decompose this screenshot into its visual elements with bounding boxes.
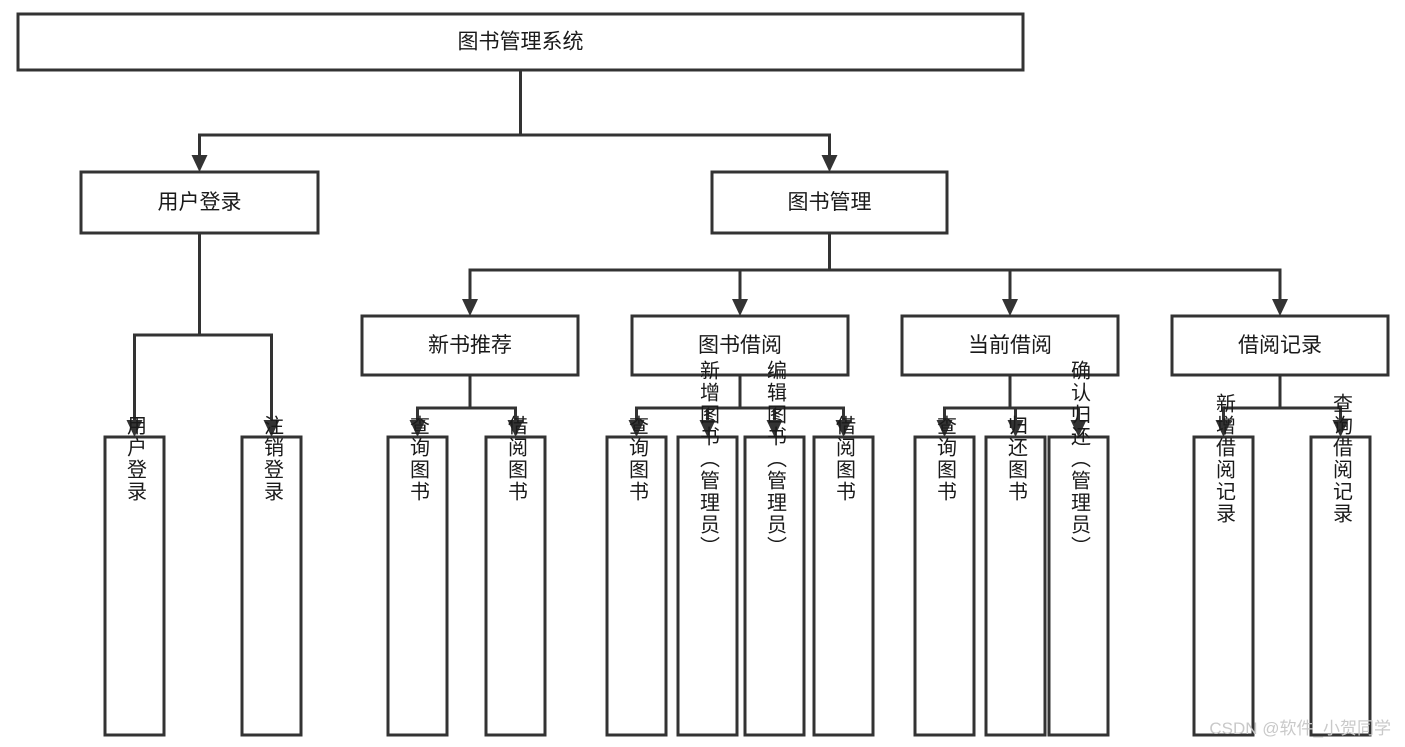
node-label-leaf-user-logout: 注销登录 bbox=[261, 415, 284, 503]
node-label-leaf-add-borrow-record: 新增借阅记录 bbox=[1213, 393, 1236, 525]
arrow-head bbox=[821, 155, 838, 172]
arrow-head bbox=[1215, 420, 1232, 437]
node-label-root: 图书管理系统 bbox=[458, 31, 584, 54]
node-box-leaf-user-login[interactable] bbox=[103, 435, 166, 737]
node-box-leaf-query-book-rec[interactable] bbox=[386, 435, 449, 737]
node-box-leaf-add-book-admin[interactable] bbox=[676, 435, 739, 737]
node-layer: 图书管理系统用户登录图书管理新书推荐图书借阅当前借阅借阅记录用户登录注销登录查询… bbox=[16, 12, 1390, 737]
node-label-leaf-borrow-book: 借阅图书 bbox=[833, 415, 856, 503]
node-box-borrow-record[interactable] bbox=[1170, 314, 1390, 377]
arrow-head bbox=[936, 420, 953, 437]
arrow-head bbox=[1272, 299, 1288, 316]
node-box-leaf-add-borrow-record[interactable] bbox=[1192, 435, 1255, 737]
node-label-user-login: 用户登录 bbox=[158, 191, 242, 214]
node-label-book-borrow: 图书借阅 bbox=[698, 334, 782, 357]
node-box-book-manage[interactable] bbox=[710, 170, 949, 235]
node-box-new-book-recommend[interactable] bbox=[360, 314, 580, 377]
node-box-root[interactable] bbox=[16, 12, 1025, 72]
node-box-leaf-return-book[interactable] bbox=[984, 435, 1047, 737]
node-box-leaf-confirm-return-admin[interactable] bbox=[1047, 435, 1110, 737]
node-label-book-manage: 图书管理 bbox=[788, 191, 872, 214]
connector-layer bbox=[126, 68, 1349, 437]
arrow-head bbox=[699, 420, 716, 437]
node-label-current-borrow: 当前借阅 bbox=[968, 334, 1052, 357]
node-label-leaf-add-book-admin: 新增图书（管理员） bbox=[697, 360, 720, 558]
arrow-head bbox=[1002, 299, 1018, 316]
node-box-leaf-edit-book-admin[interactable] bbox=[743, 435, 806, 737]
node-box-leaf-borrow-book[interactable] bbox=[812, 435, 875, 737]
node-label-leaf-return-book: 归还图书 bbox=[1005, 415, 1028, 503]
node-box-user-login[interactable] bbox=[79, 170, 320, 235]
node-label-leaf-user-login: 用户登录 bbox=[124, 415, 147, 503]
arrow-head bbox=[409, 420, 426, 437]
arrow-head bbox=[628, 420, 645, 437]
node-label-leaf-query-book-cur: 查询图书 bbox=[934, 415, 957, 503]
node-label-borrow-record: 借阅记录 bbox=[1238, 334, 1322, 357]
node-label-leaf-query-book-borrow: 查询图书 bbox=[626, 415, 649, 503]
arrow-head bbox=[263, 420, 280, 437]
arrow-head bbox=[191, 155, 208, 172]
node-label-leaf-edit-book-admin: 编辑图书（管理员） bbox=[764, 360, 787, 558]
node-label-leaf-borrow-book-rec: 借阅图书 bbox=[505, 415, 528, 503]
node-label-leaf-confirm-return-admin: 确认归还（管理员） bbox=[1068, 360, 1091, 558]
arrow-head bbox=[766, 420, 783, 437]
node-box-book-borrow[interactable] bbox=[630, 314, 850, 377]
arrow-head bbox=[462, 299, 478, 316]
arrow-head bbox=[732, 299, 748, 316]
node-box-leaf-query-borrow-record[interactable] bbox=[1309, 435, 1372, 737]
arrow-head bbox=[1070, 420, 1087, 437]
node-label-new-book-recommend: 新书推荐 bbox=[428, 334, 512, 357]
node-box-leaf-borrow-book-rec[interactable] bbox=[484, 435, 547, 737]
arrow-head bbox=[126, 420, 143, 437]
node-label-leaf-query-borrow-record: 查询借阅记录 bbox=[1330, 393, 1353, 525]
arrow-head bbox=[1007, 420, 1024, 437]
node-label-leaf-query-book-rec: 查询图书 bbox=[407, 415, 430, 503]
watermark: CSDN @软件_小贺同学 bbox=[1209, 719, 1391, 738]
arrow-head bbox=[1332, 420, 1349, 437]
arrow-head bbox=[507, 420, 524, 437]
node-box-leaf-user-logout[interactable] bbox=[240, 435, 303, 737]
arrow-head bbox=[835, 420, 852, 437]
node-box-leaf-query-book-borrow[interactable] bbox=[605, 435, 668, 737]
node-box-leaf-query-book-cur[interactable] bbox=[913, 435, 976, 737]
node-box-current-borrow[interactable] bbox=[900, 314, 1120, 377]
